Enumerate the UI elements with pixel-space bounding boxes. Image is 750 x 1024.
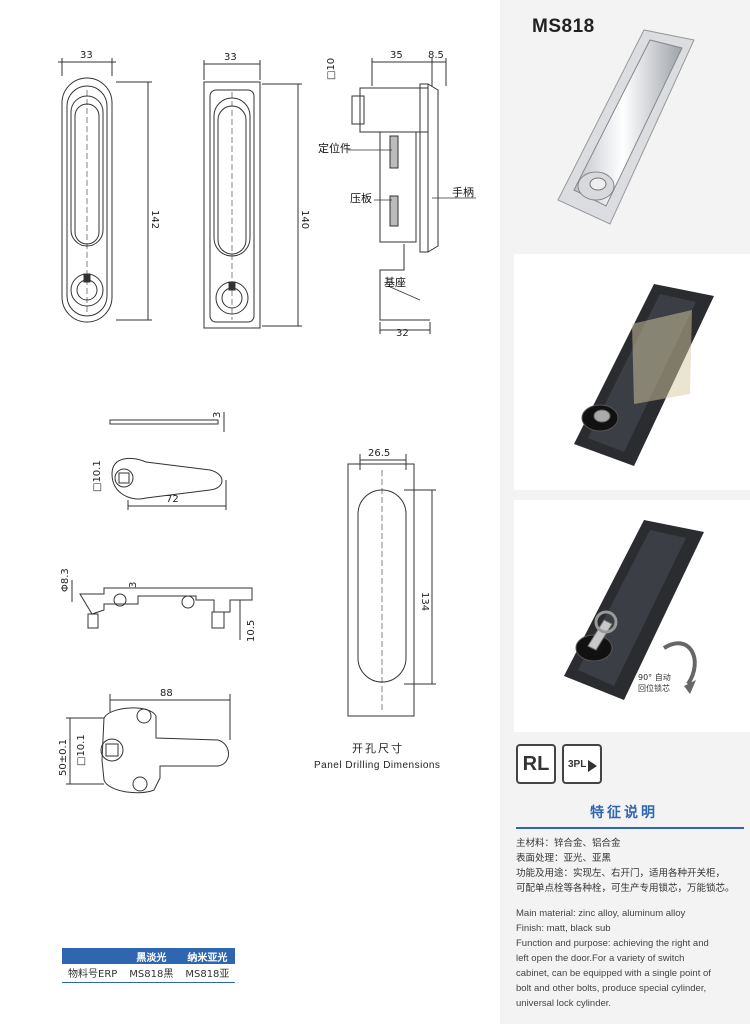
features-en: Main material: zinc alloy, aluminum allo… <box>516 906 746 1011</box>
feature-en-line: left open the door.For a variety of swit… <box>516 953 685 964</box>
bracket-drawing <box>71 580 253 640</box>
auto-return-note: 90° 自动 回位锁芯 <box>638 672 671 694</box>
arrow-right-icon <box>588 760 597 772</box>
cutout-drawing <box>347 454 436 717</box>
side-view <box>348 58 476 334</box>
front2-height-label: 140 <box>299 210 310 229</box>
front2-width-label: 33 <box>224 52 237 63</box>
cam-hole-label: □10.1 <box>92 460 103 492</box>
erp-data-row: 物料号ERP MS818黑 MS818亚 <box>62 964 236 983</box>
locator-label: 定位件 <box>318 141 351 155</box>
bracket-thick-label: 3 <box>128 582 139 588</box>
cam-drawing <box>109 412 227 510</box>
model-number: MS818 <box>532 16 595 37</box>
feature-cn-line: 可配单点栓等各种栓，可生产专用锁芯，万能锁芯。 <box>516 883 735 894</box>
feature-en-line: Function and purpose: achieving the righ… <box>516 938 709 949</box>
bolt-drawing <box>66 694 231 794</box>
handle-label: 手柄 <box>452 185 474 199</box>
bracket-dia-label: Φ8.3 <box>60 568 71 592</box>
features-title: 特征说明 <box>590 805 658 821</box>
bolt-spacing-label: 50±0.1 <box>58 739 69 776</box>
side-handle-label: 8.5 <box>428 50 444 61</box>
features-divider <box>516 827 744 829</box>
rl-badge: RL <box>516 744 556 784</box>
bolt-hole-label: □10.1 <box>76 734 87 766</box>
erp-header-row: 黑淡光 纳米亚光 <box>62 948 236 964</box>
technical-drawing: 33 142 33 140 □10 35 8.5 定位件 压板 手柄 基座 32… <box>58 50 476 794</box>
product-photo-black <box>514 254 750 490</box>
cutout-caption-en: Panel Drilling Dimensions <box>314 760 441 771</box>
front-view-right <box>203 60 302 329</box>
feature-en-line: Main material: zinc alloy, aluminum allo… <box>516 908 686 919</box>
side-depth-label: 35 <box>390 50 403 61</box>
cutout-caption-cn: 开孔尺寸 <box>352 742 404 755</box>
feature-en-line: Finish: matt, black sub <box>516 923 611 934</box>
3pl-badge: 3PL <box>562 744 602 784</box>
auto-return-line2: 回位锁芯 <box>638 684 670 693</box>
features-cn: 主材料：锌合金、铝合金 表面处理：亚光、亚黑 功能及用途：实现左、右开门，适用各… <box>516 836 746 896</box>
erp-header-cell: 黑淡光 <box>123 948 180 964</box>
black-latch-image <box>574 284 714 466</box>
bolt-length-label: 88 <box>160 688 173 699</box>
feature-en-line: cabinet, can be equipped with a single p… <box>516 968 711 979</box>
feature-cn-line: 功能及用途：实现左、右开门，适用各种开关柜， <box>516 868 726 879</box>
matt-latch-image <box>557 29 695 225</box>
erp-cell: 物料号ERP <box>62 964 124 983</box>
erp-cell: MS818亚 <box>179 964 236 983</box>
feature-en-line: bolt and other bolts, produce special cy… <box>516 983 707 994</box>
latch-with-key-image <box>564 520 704 700</box>
front1-height-label: 142 <box>149 210 160 229</box>
plate-label: 压板 <box>350 191 372 205</box>
erp-table: 黑淡光 纳米亚光 物料号ERP MS818黑 MS818亚 <box>62 948 236 983</box>
feature-badges: RL 3PL <box>516 744 602 784</box>
cam-length-label: 72 <box>166 494 179 505</box>
product-photo-matt: MS818 <box>514 0 750 244</box>
feature-en-line: universal lock cylinder. <box>516 998 612 1009</box>
erp-header-cell: 纳米亚光 <box>179 948 236 964</box>
front-view-left <box>58 58 152 323</box>
bracket-height-label: 10.5 <box>246 620 257 642</box>
feature-cn-line: 主材料：锌合金、铝合金 <box>516 838 621 849</box>
side-box-label: □10 <box>326 58 337 80</box>
erp-header-cell <box>62 948 124 964</box>
3pl-badge-label: 3PL <box>568 759 587 770</box>
cam-thickness-label: 3 <box>212 412 223 418</box>
cutout-width-label: 26.5 <box>368 448 390 459</box>
feature-cn-line: 表面处理：亚光、亚黑 <box>516 853 612 864</box>
side-base-width-label: 32 <box>396 328 409 339</box>
auto-return-line1: 90° 自动 <box>638 673 671 682</box>
erp-cell: MS818黑 <box>123 964 180 983</box>
base-label: 基座 <box>384 275 406 289</box>
front1-width-label: 33 <box>80 50 93 61</box>
product-photo-with-key: 90° 自动 回位锁芯 <box>514 500 750 732</box>
cutout-height-label: 134 <box>419 592 430 611</box>
